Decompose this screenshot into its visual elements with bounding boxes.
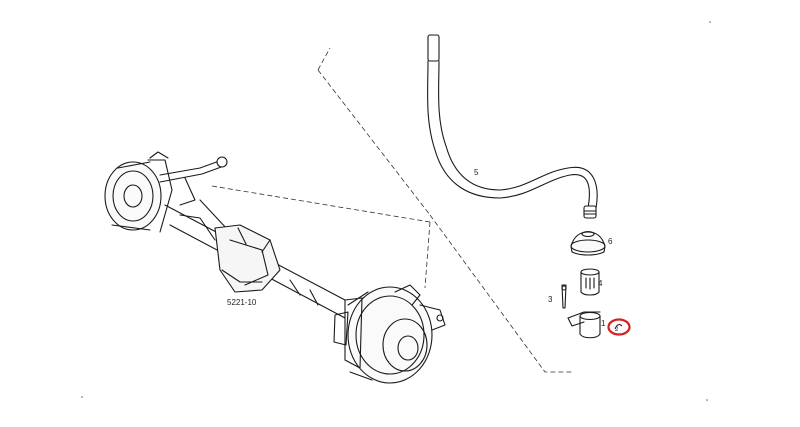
group-code-label: 5221-10 [227,298,257,307]
callout-3: 3 [548,295,553,304]
right-wheel-hub [333,286,433,384]
leader-lines [211,47,572,373]
differential-housing [214,224,281,293]
part-3-pin [561,284,567,309]
axle-assembly [104,151,446,384]
right-steering-knuckle [394,284,446,331]
callout-1: 1 [601,319,606,328]
steering-arm [149,151,228,206]
callout-6: 6 [608,237,613,246]
part-5-pipe [427,34,598,219]
part-2-detail [614,324,623,330]
callout-2: 2 [615,327,619,333]
left-wheel-hub [104,159,173,233]
callout-4: 4 [598,279,603,288]
part-4-sleeve [580,268,600,296]
selected-part-highlight[interactable] [607,318,631,336]
registration-marks [81,21,711,401]
part-1-bracket [567,311,601,339]
callout-5: 5 [474,168,479,177]
part-6-boot [570,230,606,256]
